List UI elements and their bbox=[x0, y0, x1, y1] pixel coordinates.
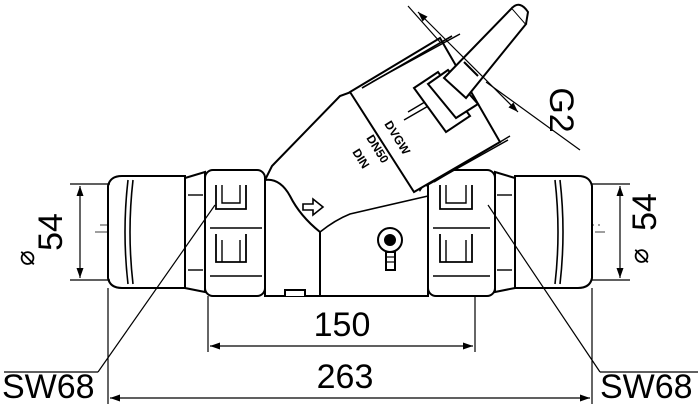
diameter-label-right: 54 bbox=[626, 193, 664, 231]
length-dimension-overall bbox=[107, 288, 593, 404]
right-press-fitting bbox=[514, 175, 593, 289]
length-label-inner: 150 bbox=[314, 306, 371, 344]
length-label-overall: 263 bbox=[317, 358, 374, 396]
wrench-size-leader-left bbox=[4, 204, 216, 373]
left-press-fitting bbox=[107, 175, 186, 289]
thread-label: G2 bbox=[542, 87, 580, 132]
wrench-size-label-left: SW68 bbox=[2, 368, 95, 406]
wrench-size-label-right: SW68 bbox=[600, 368, 693, 406]
diameter-symbol-right: ⌀ bbox=[624, 248, 654, 264]
drain-plug bbox=[377, 227, 403, 271]
diameter-symbol-left: ⌀ bbox=[10, 250, 40, 266]
flow-arrow-icon bbox=[302, 197, 325, 217]
diameter-dimension-left bbox=[70, 183, 110, 281]
right-union-nut bbox=[427, 169, 516, 297]
thread-dimension bbox=[407, 5, 581, 151]
diameter-dimension-right bbox=[592, 183, 630, 281]
wrench-size-leader-right bbox=[487, 204, 698, 373]
length-dimension-inner bbox=[207, 296, 476, 352]
diameter-label-left: 54 bbox=[32, 213, 70, 251]
left-union-nut bbox=[184, 169, 266, 297]
